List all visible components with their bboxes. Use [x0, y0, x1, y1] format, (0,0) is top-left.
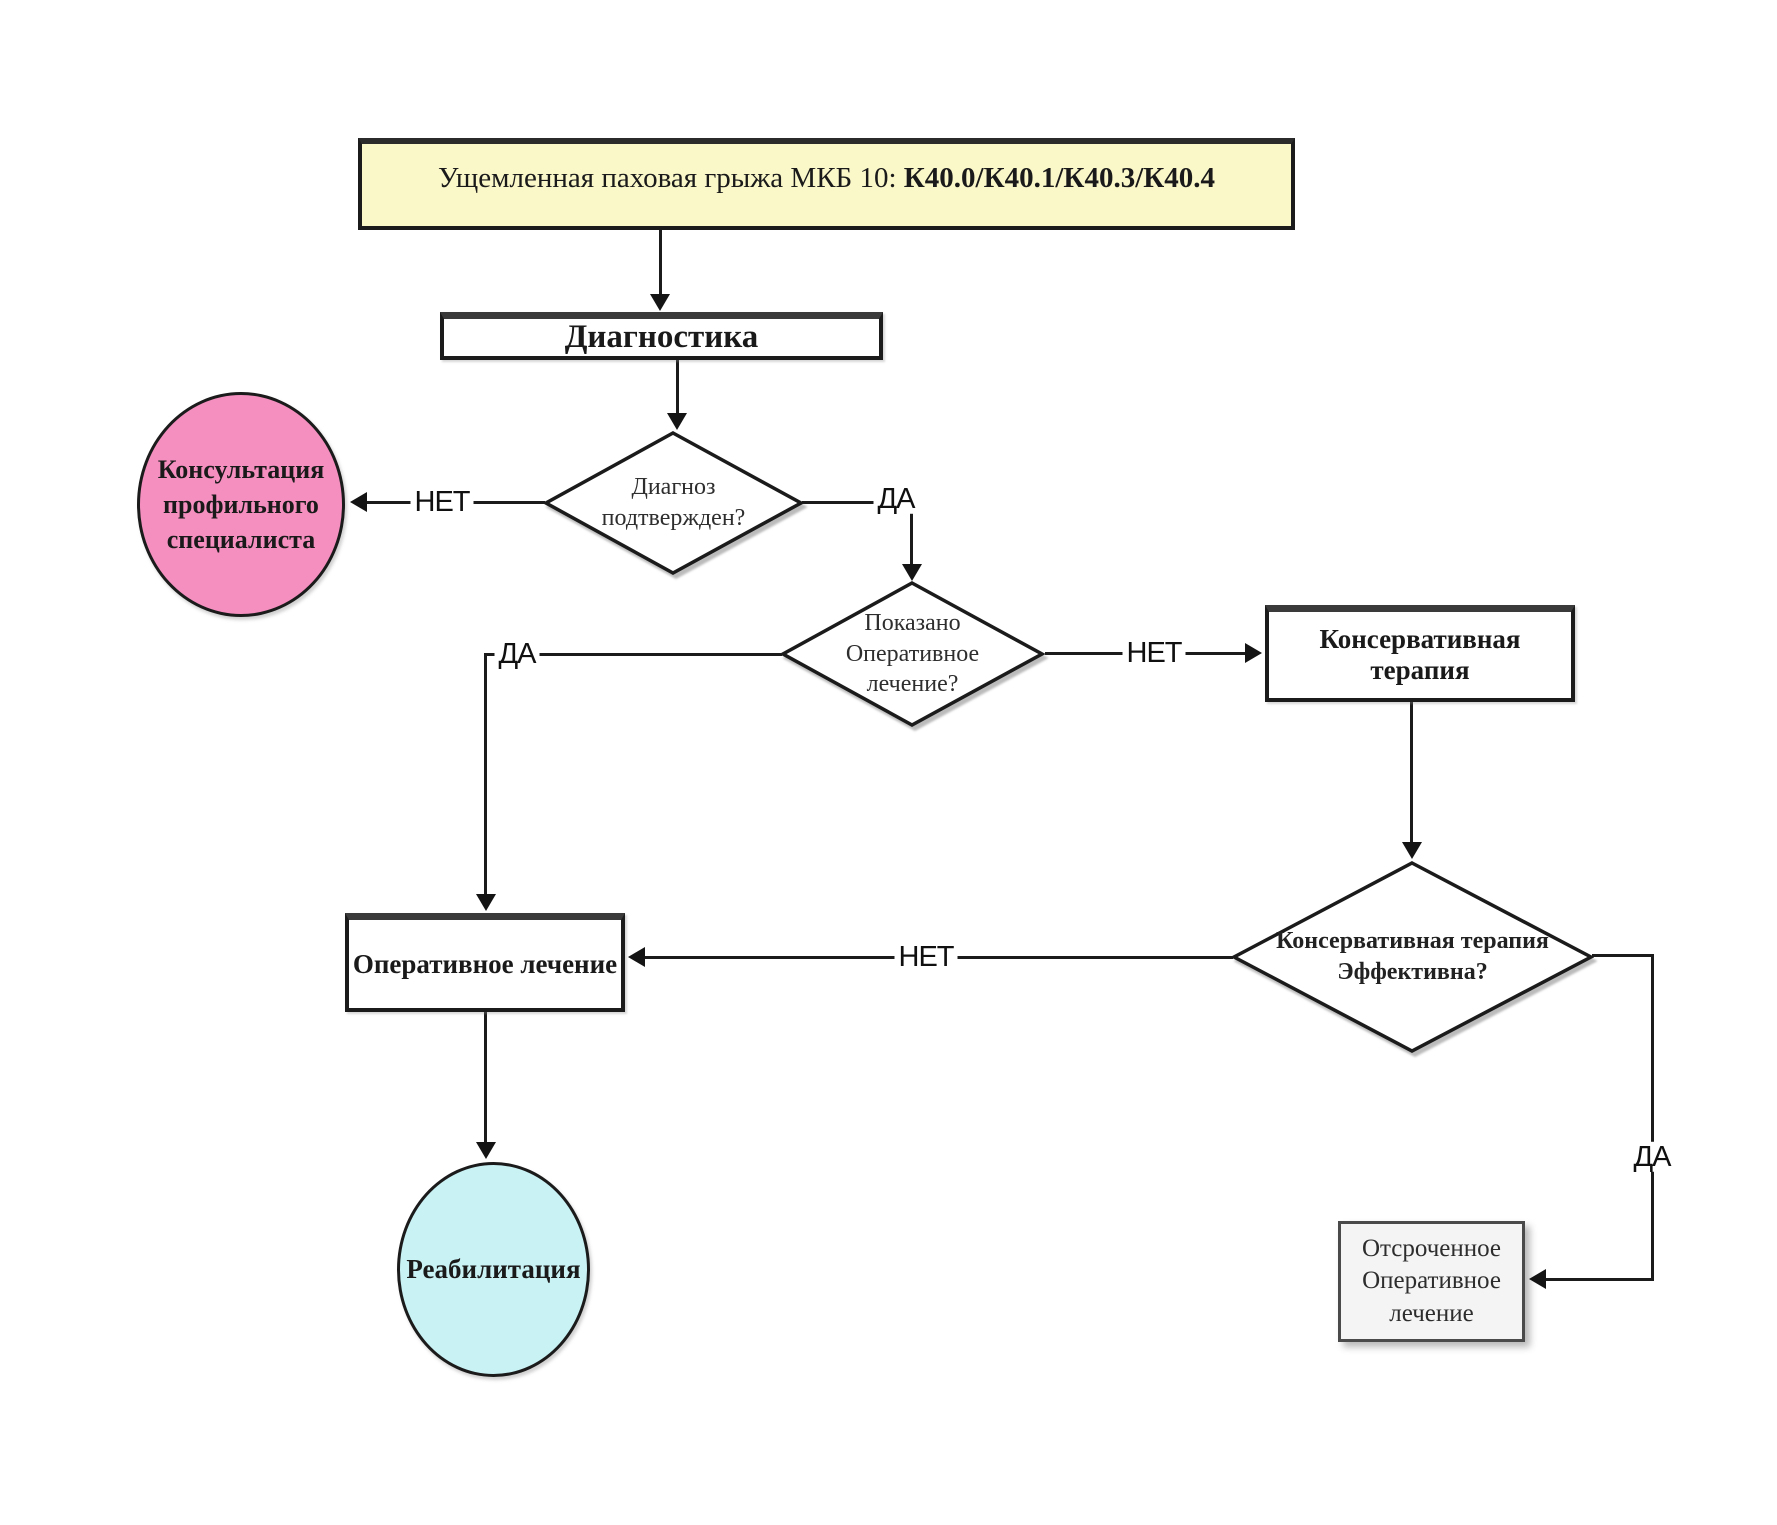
arrowhead-left-icon: [1529, 1269, 1546, 1289]
edge-therapy-yes-h2: [1546, 1278, 1654, 1281]
arrowhead-right-icon: [1245, 643, 1262, 663]
edge-label-no: НЕТ: [1122, 637, 1186, 668]
arrowhead-down-icon: [650, 294, 670, 311]
diamond-shape: [780, 581, 1045, 727]
edge-diagnosis-yes-v: [910, 512, 913, 566]
edge-label-no: НЕТ: [894, 941, 958, 972]
arrowhead-down-icon: [476, 1142, 496, 1159]
decision-diamond-diagnosis: [543, 431, 804, 575]
decision-label-diagnosis: Диагноз подтвержден?: [601, 474, 746, 531]
edge-start-to-diagnostics: [659, 230, 662, 296]
delayed-surgery-node: Отсроченное Оперативное лечение: [1338, 1221, 1525, 1342]
edge-diagnosis-yes-h: [802, 501, 880, 504]
arrowhead-down-icon: [476, 894, 496, 911]
edge-surgery-yes-h: [484, 653, 782, 656]
operative-treatment-node: Оперативное лечение: [345, 913, 625, 1012]
icd-codes: К40.0/К40.1/К40.3/К40.4: [903, 161, 1216, 194]
edge-therapy-yes-v: [1651, 954, 1654, 1281]
decision-diamond-therapy-effective: [1231, 861, 1594, 1053]
start-node-text: Ущемленная паховая грыжа МКБ 10: К40.0/К…: [437, 161, 1216, 194]
diamond-shape: [543, 431, 804, 575]
specialist-consult-node: Консультация профильного специалиста: [137, 392, 345, 617]
edge-therapy-yes-h1: [1592, 954, 1654, 957]
edge-label-yes: ДА: [1629, 1141, 1675, 1172]
diagnostics-node: Диагностика: [440, 312, 883, 360]
edge-operative-to-rehab: [484, 1012, 487, 1144]
edge-conservative-to-effective: [1410, 702, 1413, 843]
decision-label-therapy-effective: Консервативная терапия Эффективна?: [1276, 928, 1549, 985]
arrowhead-left-icon: [350, 492, 367, 512]
edge-surgery-yes-v: [484, 655, 487, 896]
start-node: Ущемленная паховая грыжа МКБ 10: К40.0/К…: [358, 138, 1295, 230]
edge-diagnostics-to-diagnosis: [676, 360, 679, 416]
rehabilitation-node: Реабилитация: [397, 1162, 590, 1377]
edge-label-yes: ДА: [873, 483, 919, 514]
diamond-shape: [1231, 861, 1594, 1053]
arrowhead-left-icon: [628, 947, 645, 967]
arrowhead-down-icon: [1402, 842, 1422, 859]
decision-label-surgery-indicated: Показано Оперативное лечение?: [845, 609, 980, 698]
conservative-therapy-node: Консервативная терапия: [1265, 605, 1575, 702]
arrowhead-down-icon: [667, 413, 687, 430]
decision-diamond-surgery-indicated: [780, 581, 1045, 727]
edge-label-yes: ДА: [494, 638, 540, 669]
edge-label-no: НЕТ: [410, 486, 474, 517]
arrowhead-down-icon: [902, 564, 922, 581]
